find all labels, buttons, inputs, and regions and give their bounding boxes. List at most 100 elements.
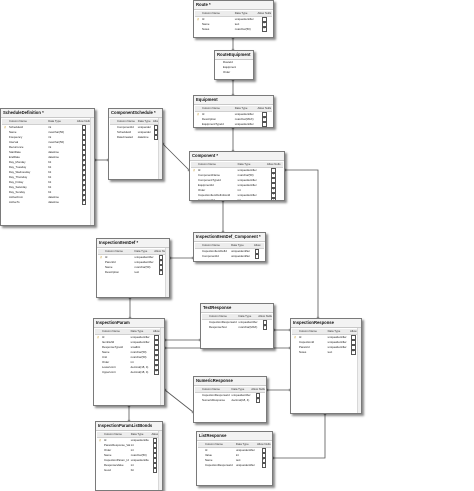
- table-title[interactable]: InspectionParam: [94, 319, 164, 328]
- allow-nulls-checkbox[interactable]: [154, 360, 159, 365]
- allow-nulls-checkbox[interactable]: [152, 453, 158, 458]
- allow-nulls-checkbox[interactable]: [261, 458, 267, 463]
- allow-nulls-checkbox[interactable]: [152, 443, 158, 448]
- allow-nulls-checkbox[interactable]: [81, 130, 87, 135]
- table-title[interactable]: Component *: [190, 152, 284, 161]
- table-title[interactable]: NumericResponse: [194, 377, 266, 386]
- allow-nulls-checkbox[interactable]: [254, 254, 260, 259]
- allow-nulls-checkbox[interactable]: [81, 135, 87, 140]
- allow-nulls-checkbox[interactable]: [158, 270, 164, 275]
- allow-nulls-checkbox[interactable]: [154, 345, 159, 350]
- allow-nulls-checkbox[interactable]: [262, 325, 268, 330]
- allow-nulls-checkbox[interactable]: [152, 468, 158, 473]
- allow-nulls-checkbox[interactable]: [271, 168, 276, 173]
- allow-nulls-checkbox[interactable]: [81, 140, 87, 145]
- allow-nulls-checkbox[interactable]: [158, 265, 164, 270]
- allow-nulls-checkbox[interactable]: [271, 198, 276, 200]
- allow-nulls-checkbox[interactable]: [81, 145, 87, 150]
- allow-nulls-checkbox[interactable]: [351, 335, 356, 340]
- allow-nulls-checkbox[interactable]: [271, 188, 276, 193]
- table-title[interactable]: Equipment: [194, 96, 273, 105]
- vertical-scrollbar[interactable]: [90, 118, 94, 225]
- allow-nulls-checkbox[interactable]: [158, 260, 164, 265]
- vertical-scrollbar[interactable]: [160, 328, 164, 405]
- allow-nulls-checkbox[interactable]: [81, 170, 87, 175]
- allow-nulls-checkbox[interactable]: [152, 458, 158, 463]
- allow-nulls-checkbox[interactable]: [81, 190, 87, 195]
- relationship-line[interactable]: [162, 143, 190, 171]
- allow-nulls-checkbox[interactable]: [261, 463, 267, 468]
- allow-nulls-checkbox[interactable]: [81, 125, 87, 130]
- table-title[interactable]: InspectionResponse: [291, 319, 361, 328]
- relationship-line[interactable]: [164, 389, 194, 413]
- vertical-scrollbar[interactable]: [158, 431, 162, 490]
- allow-nulls-checkbox[interactable]: [81, 200, 87, 205]
- table-title[interactable]: ListResponse: [197, 432, 272, 441]
- allow-nulls-checkbox[interactable]: [81, 195, 87, 200]
- allow-nulls-checkbox[interactable]: [262, 127, 267, 128]
- allow-nulls-checkbox[interactable]: [262, 122, 267, 127]
- allow-nulls-checkbox[interactable]: [81, 165, 87, 170]
- allow-nulls-checkbox[interactable]: [271, 178, 276, 183]
- allow-nulls-checkbox[interactable]: [351, 345, 356, 350]
- allow-nulls-checkbox[interactable]: [154, 370, 159, 375]
- table-title[interactable]: InspectionItemDef *: [97, 239, 169, 248]
- allow-nulls-checkbox[interactable]: [351, 350, 356, 355]
- table-title[interactable]: RouteEquipment: [215, 51, 253, 60]
- allow-nulls-checkbox[interactable]: [262, 117, 267, 122]
- table-title[interactable]: ComponentSchedule *: [109, 109, 162, 118]
- allow-nulls-checkbox[interactable]: [81, 175, 87, 180]
- allow-nulls-checkbox[interactable]: [152, 438, 158, 443]
- allow-nulls-checkbox[interactable]: [154, 335, 159, 340]
- allow-nulls-checkbox[interactable]: [254, 249, 260, 254]
- allow-nulls-checkbox[interactable]: [81, 185, 87, 190]
- allow-nulls-checkbox[interactable]: [262, 27, 267, 32]
- allow-nulls-checkbox[interactable]: [158, 255, 164, 260]
- table-title[interactable]: Route *: [194, 1, 273, 10]
- table-title[interactable]: InspectionItemDef_Component *: [194, 233, 265, 242]
- table-title[interactable]: TextResponse: [201, 304, 273, 313]
- allow-nulls-checkbox[interactable]: [81, 155, 87, 160]
- allow-nulls-checkbox[interactable]: [271, 183, 276, 188]
- allow-nulls-checkbox[interactable]: [271, 193, 276, 198]
- table-row[interactable]: RouteId: [216, 60, 252, 65]
- allow-nulls-checkbox[interactable]: [154, 350, 159, 355]
- allow-nulls-checkbox[interactable]: [255, 398, 261, 403]
